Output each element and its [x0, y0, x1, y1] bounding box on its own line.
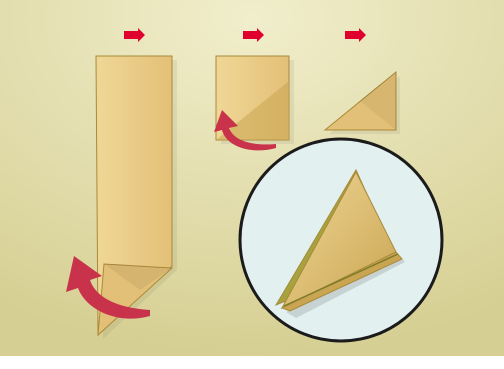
detail-circle — [240, 139, 442, 341]
bottom-strip — [0, 356, 504, 369]
background — [0, 0, 504, 356]
